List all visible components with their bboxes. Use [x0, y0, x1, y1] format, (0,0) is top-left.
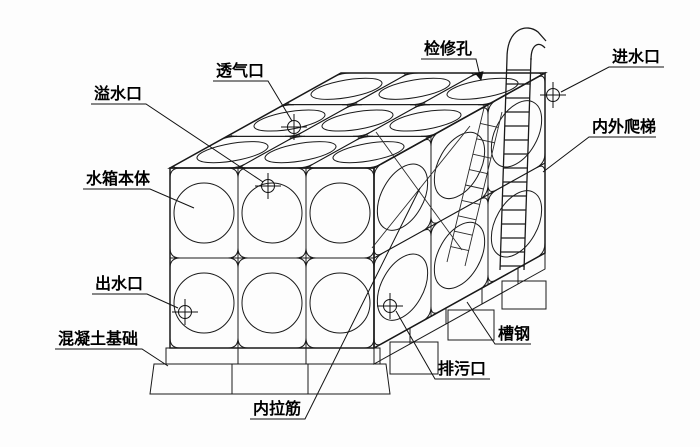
leader-overflow: [91, 103, 264, 183]
tank-top-face: [167, 72, 548, 169]
outlet-port-symbol: [171, 298, 199, 326]
leader-inspection-hole: [421, 58, 484, 81]
ladder-rails: [499, 57, 532, 271]
label-tank-body: 水箱本体: [86, 169, 151, 188]
inner-ladder: [446, 107, 503, 267]
label-internal-tie-rod: 内拉筋: [253, 399, 301, 418]
label-water-outlet: 出水口: [95, 274, 143, 293]
label-concrete-foundation: 混凝土基础: [58, 329, 138, 348]
leader-concrete-foundation: [55, 348, 169, 367]
tank-outline: [167, 71, 548, 350]
label-ladder: 内外爬梯: [592, 117, 656, 136]
label-overflow: 溢水口: [94, 84, 142, 103]
top-panels: [169, 72, 546, 169]
leader-water-inlet: [560, 66, 664, 93]
front-plinth: [149, 363, 391, 395]
inlet-port-symbol: [539, 81, 567, 109]
pedestal-1: [389, 341, 439, 375]
overflow-port-symbol: [254, 172, 282, 200]
pedestal-3: [501, 280, 547, 310]
label-drain-outlet: 排污口: [438, 359, 486, 378]
ladder-hook: [506, 27, 547, 61]
leader-ladder: [542, 136, 656, 173]
label-channel-steel: 槽钢: [498, 324, 530, 343]
concrete-foundation-blocks: [149, 280, 547, 395]
manhole-panel: [419, 72, 546, 106]
outer-ladder: [499, 27, 547, 271]
label-water-inlet: 进水口: [612, 47, 660, 66]
leader-channel-steel: [466, 301, 531, 345]
pedestal-2: [447, 309, 495, 341]
front-panels: [169, 167, 375, 349]
label-inspection-hole: 检修孔: [424, 39, 472, 58]
leader-drain-outlet: [395, 310, 490, 380]
leader-vent: [213, 80, 293, 122]
leader-tank-body: [83, 188, 195, 209]
ladder-rungs: [500, 69, 531, 267]
label-vent: 透气口: [216, 61, 264, 80]
leader-water-outlet: [92, 293, 179, 309]
leader-internal-tie-rod: [250, 187, 421, 420]
